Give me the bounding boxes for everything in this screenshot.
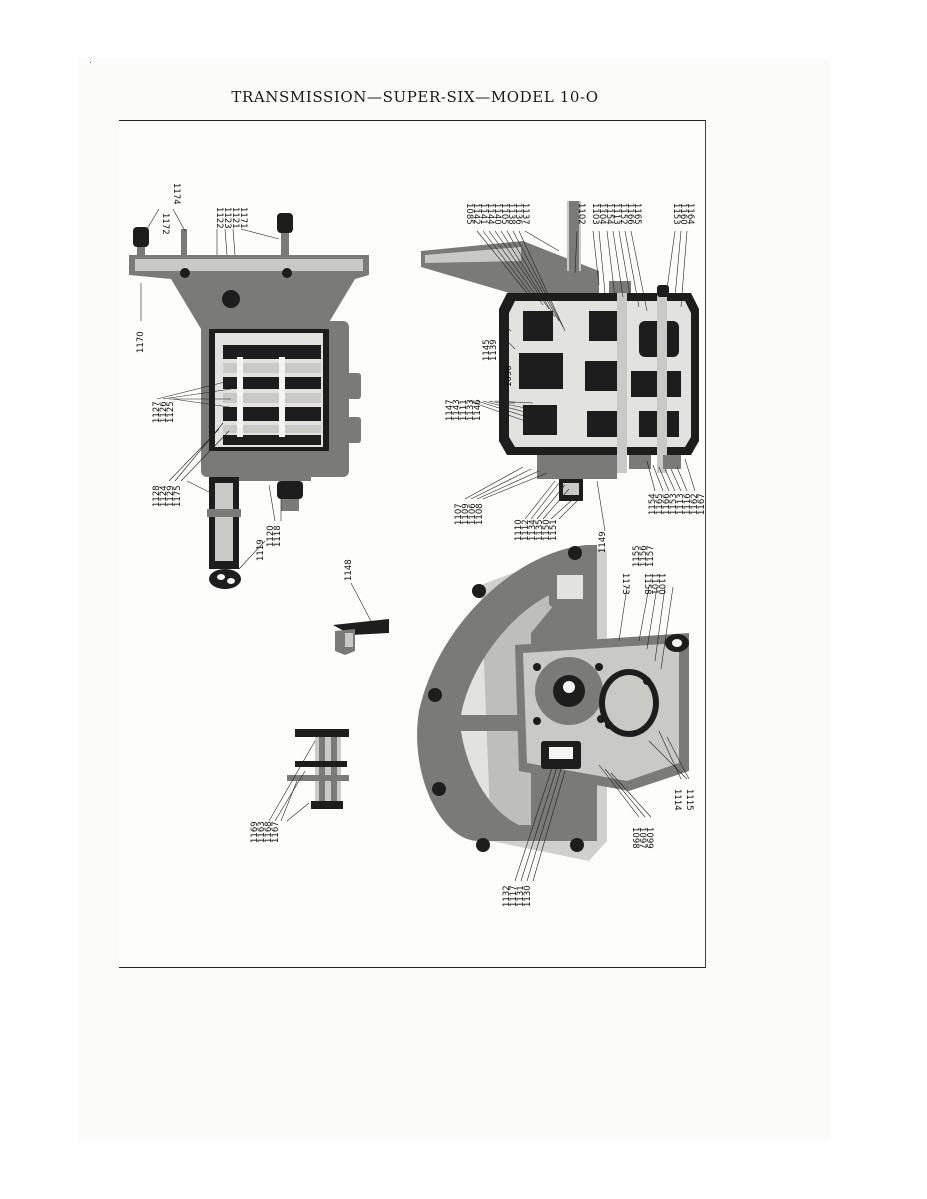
callout-label: 1164	[685, 203, 695, 225]
page-title: TRANSMISSION—SUPER-SIX—MODEL 10-O	[231, 88, 599, 106]
leader-lines	[140, 208, 696, 882]
callout-label: 1131	[516, 885, 526, 907]
callout-label: 1121	[230, 207, 240, 229]
callout-label: 1173	[620, 573, 630, 595]
callout-label: 1112	[521, 519, 531, 541]
callout-label: 1128	[152, 485, 162, 507]
callout-label: 1143	[452, 399, 462, 421]
section-view-drawing	[421, 201, 699, 501]
callout-label: 1175	[173, 485, 183, 507]
callout-label: 1154	[648, 493, 658, 515]
callout-label: 1127	[152, 401, 162, 423]
callout-label: 1165	[632, 203, 642, 225]
illustration-plate: 1170 1172 1174 1122 1123 1121 1171 1127 …	[119, 120, 706, 968]
callout-label: 1138	[506, 203, 516, 225]
page-speck: .	[89, 56, 92, 66]
top-view-drawing	[129, 213, 369, 589]
callout-label: 1106	[468, 503, 478, 525]
callout-label: 1144	[485, 203, 495, 225]
callout-label: 1124	[159, 485, 169, 507]
callout-label: 1157	[646, 545, 656, 567]
callout-label: 1125	[166, 401, 176, 423]
callout-label: 1100	[656, 573, 666, 595]
detail-upper-drawing	[333, 619, 389, 655]
callout-label: 1137	[520, 203, 530, 225]
callout-label: 1165	[655, 493, 665, 515]
end-view-drawing	[417, 545, 689, 861]
callout-label: 1102	[576, 203, 586, 225]
callout-label: 1122	[214, 207, 224, 229]
callout-label: 1158	[642, 573, 652, 595]
callout-label: 1151	[549, 519, 559, 541]
callout-label: 1147	[445, 399, 455, 421]
callout-label: 1136	[513, 203, 523, 225]
callout-label: 1153	[671, 203, 681, 225]
callout-label: 1141	[478, 203, 488, 225]
callout-label: 1117	[509, 885, 519, 907]
callout-label: 1150	[542, 519, 552, 541]
callout-label: 1135	[535, 519, 545, 541]
callout-label: 1118	[273, 525, 283, 547]
callout-label: 1130	[523, 885, 533, 907]
callout-label: 1154	[604, 203, 614, 225]
callout-label: 1168	[264, 821, 274, 843]
callout-label: 1096	[504, 365, 514, 387]
callout-label: 1163	[257, 821, 267, 843]
callout-label: 1104	[597, 203, 607, 225]
callout-label: 1166	[662, 493, 672, 515]
callout-label: 1145	[482, 339, 492, 361]
callout-label: 1107	[454, 503, 464, 525]
callout-label: 1109	[461, 503, 471, 525]
callout-label: 1156	[639, 545, 649, 567]
callout-label: 1149	[598, 531, 608, 553]
callout-label: 1170	[136, 331, 146, 353]
callout-label: 1169	[250, 821, 260, 843]
callout-label: 1133	[466, 399, 476, 421]
callout-label: 1123	[222, 207, 232, 229]
callout-label: 1120	[266, 525, 276, 547]
callout-label: 1162	[690, 493, 700, 515]
callout-label: 1172	[160, 213, 170, 235]
callout-label: 1114	[672, 789, 682, 811]
callout-label: 1098	[630, 827, 640, 849]
callout-label: 1153	[669, 493, 679, 515]
callout-label: 1111	[459, 399, 469, 421]
callout-label: 1152	[618, 203, 628, 225]
callout-label: 1167	[697, 493, 705, 515]
callout-label: 1113	[676, 493, 686, 515]
callout-label: 1085	[464, 203, 474, 225]
callout-label: 1129	[166, 485, 176, 507]
callout-label: 1155	[632, 545, 642, 567]
callout-label: 1126	[159, 401, 169, 423]
callout-label: 1174	[171, 183, 181, 205]
callout-label: 1132	[502, 885, 512, 907]
callout-label: 1167	[271, 821, 281, 843]
callout-label: 1171	[238, 207, 248, 229]
callout-label: 1142	[471, 203, 481, 225]
callout-label: 1097	[637, 827, 647, 849]
transmission-illustration: 1170 1172 1174 1122 1123 1121 1171 1127 …	[129, 183, 705, 907]
callout-label: 1105	[499, 203, 509, 225]
callout-label: 1115	[684, 789, 694, 811]
callout-label: 1113	[611, 203, 621, 225]
callout-label: 1140	[492, 203, 502, 225]
detail-lower-drawing	[287, 729, 349, 809]
callout-label: 1099	[644, 827, 654, 849]
callout-label: 1101	[649, 573, 659, 595]
callout-label: 1160	[678, 203, 688, 225]
callout-label: 1103	[590, 203, 600, 225]
callout-label: 1134	[528, 519, 538, 541]
callout-label: 1166	[625, 203, 635, 225]
callout-label: 1146	[473, 399, 483, 421]
callout-label: 1119	[256, 539, 266, 561]
callout-label: 1110	[514, 519, 524, 541]
callout-label: 1108	[475, 503, 485, 525]
callout-label: 1148	[344, 559, 354, 581]
callout-label: 1139	[489, 339, 499, 361]
callout-label: 1116	[683, 493, 693, 515]
callout-labels: 1170 1172 1174 1122 1123 1121 1171 1127 …	[136, 183, 705, 907]
